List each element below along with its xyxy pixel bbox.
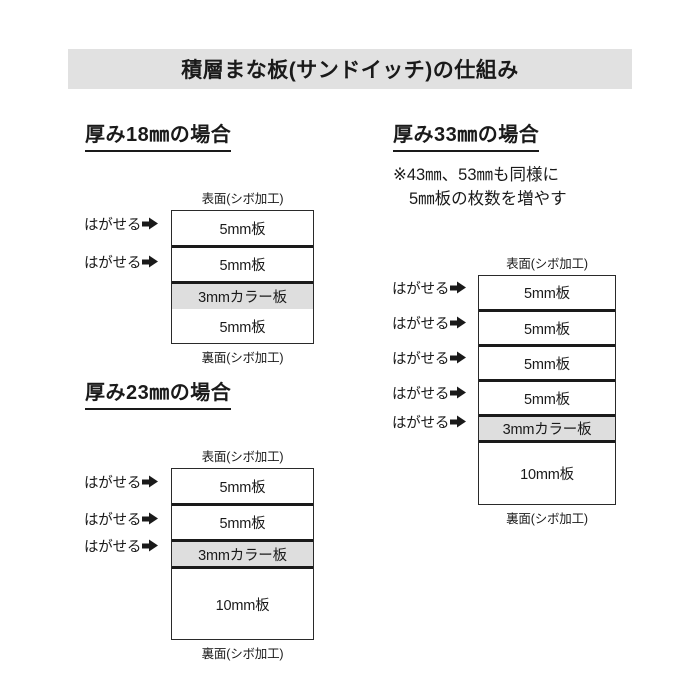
layer-row: 5mm板	[479, 276, 615, 309]
peel-label: はがせる	[392, 415, 450, 432]
peel-label: はがせる	[392, 351, 450, 368]
right-arrow-icon	[142, 217, 159, 231]
section-heading-33mm: 厚み33㎜の場合	[393, 118, 540, 152]
right-arrow-icon	[142, 475, 159, 489]
right-arrow-icon	[450, 281, 467, 295]
bottom-face-label-33mm: 裏面(シボ加工)	[506, 512, 588, 526]
diagram-23mm: 表面(シボ加工) 5mm板 5mm板 3mmカラー板 10mm板 裏面(シボ加工…	[171, 446, 314, 662]
layer-label: 5mm板	[524, 356, 570, 373]
layer-label: 5mm板	[219, 258, 266, 274]
right-arrow-icon	[142, 539, 159, 553]
peel-callout: はがせる	[392, 383, 467, 404]
page-title-banner: 積層まな板(サンドイッチ)の仕組み	[68, 49, 632, 89]
layer-row: 10mm板	[479, 443, 615, 504]
peel-label: はがせる	[84, 255, 142, 272]
layer-stack-33mm: 5mm板 5mm板 5mm板 5mm板 3mmカラー板 10mm板	[478, 275, 616, 505]
layer-label: 5mm板	[219, 319, 266, 336]
layer-row: 10mm板	[172, 569, 313, 639]
layer-row: 5mm板	[479, 344, 615, 379]
peel-callout: はがせる	[392, 348, 467, 369]
layer-row: 5mm板	[172, 245, 313, 281]
peel-label: はがせる	[392, 281, 450, 298]
note-33mm: ※43㎜、53㎜も同様に 5㎜板の枚数を増やす	[393, 164, 567, 212]
layer-row: 5mm板	[479, 309, 615, 344]
right-arrow-icon	[142, 255, 159, 269]
layer-stack-23mm: 5mm板 5mm板 3mmカラー板 10mm板	[171, 468, 314, 640]
peel-callout: はがせる	[392, 313, 467, 334]
peel-callout: はがせる	[84, 214, 159, 235]
layer-label: 3mmカラー板	[198, 547, 287, 564]
layer-row-color: 3mmカラー板	[172, 281, 313, 309]
top-face-label-33mm: 表面(シボ加工)	[506, 257, 588, 271]
layer-label: 3mmカラー板	[502, 422, 592, 438]
bottom-face-label-23mm: 裏面(シボ加工)	[201, 647, 284, 661]
section-heading-18mm: 厚み18㎜の場合	[85, 118, 232, 152]
layer-label: 5mm板	[524, 391, 570, 408]
right-arrow-icon	[450, 316, 467, 330]
peel-callout: はがせる	[84, 536, 159, 557]
layer-stack-18mm: 5mm板 5mm板 3mmカラー板 5mm板	[171, 210, 314, 344]
layer-label: 5mm板	[524, 321, 570, 338]
peel-label: はがせる	[84, 217, 142, 234]
right-arrow-icon	[450, 351, 467, 365]
layer-label: 5mm板	[524, 286, 570, 302]
layer-row-color: 3mmカラー板	[479, 414, 615, 443]
peel-callout: はがせる	[84, 252, 159, 273]
layer-label: 10mm板	[215, 597, 270, 614]
peel-callout: はがせる	[84, 509, 159, 530]
right-arrow-icon	[450, 415, 467, 429]
peel-label: はがせる	[84, 475, 142, 492]
layer-row: 5mm板	[172, 469, 313, 503]
layer-label: 5mm板	[219, 479, 266, 496]
layer-row: 5mm板	[172, 309, 313, 343]
right-arrow-icon	[450, 386, 467, 400]
diagram-18mm: 表面(シボ加工) 5mm板 5mm板 3mmカラー板 5mm板 裏面(シボ加工)	[171, 188, 314, 366]
right-arrow-icon	[142, 512, 159, 526]
peel-callout: はがせる	[392, 412, 467, 433]
top-face-label-23mm: 表面(シボ加工)	[201, 450, 284, 464]
top-face-label-18mm: 表面(シボ加工)	[201, 192, 284, 206]
note-line-1: ※43㎜、53㎜も同様に	[393, 166, 560, 184]
layer-label: 3mmカラー板	[198, 290, 287, 306]
peel-callout: はがせる	[84, 472, 159, 493]
diagram-33mm: 表面(シボ加工) 5mm板 5mm板 5mm板 5mm板 3mmカラー板 10m…	[478, 253, 616, 527]
layer-label: 5mm板	[219, 516, 266, 532]
layer-label: 5mm板	[219, 221, 266, 238]
peel-label: はがせる	[392, 316, 450, 333]
page-title: 積層まな板(サンドイッチ)の仕組み	[181, 59, 519, 82]
layer-row: 5mm板	[172, 211, 313, 245]
note-line-2: 5㎜板の枚数を増やす	[409, 189, 567, 208]
layer-label: 10mm板	[520, 467, 574, 483]
section-heading-23mm: 厚み23㎜の場合	[85, 376, 232, 410]
peel-callout: はがせる	[392, 278, 467, 299]
layer-row-color: 3mmカラー板	[172, 539, 313, 569]
peel-label: はがせる	[392, 386, 450, 403]
peel-label: はがせる	[84, 512, 142, 529]
layer-row: 5mm板	[479, 379, 615, 414]
layer-row: 5mm板	[172, 503, 313, 539]
peel-label: はがせる	[84, 539, 142, 556]
bottom-face-label-18mm: 裏面(シボ加工)	[201, 351, 284, 365]
